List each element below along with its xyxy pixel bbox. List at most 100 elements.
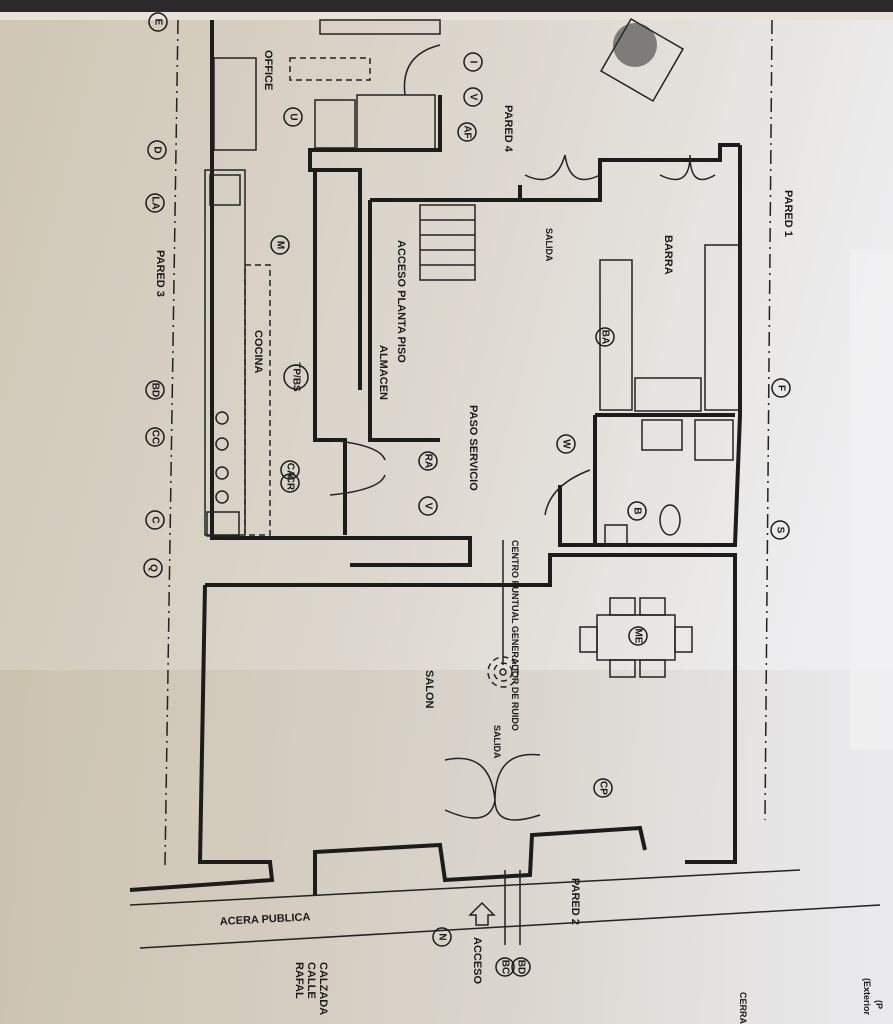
tag-bubble: I	[463, 52, 483, 72]
kitchen-counter	[204, 57, 436, 537]
dining-table	[579, 597, 693, 678]
wall-label-pared2: PARED 2	[569, 878, 581, 925]
tag-bubble: M	[270, 235, 290, 255]
sidewalk-label: ACERA PUBLICA	[220, 911, 311, 928]
tag-label: I	[468, 61, 479, 64]
exit-label-top: SALIDA	[544, 228, 554, 262]
tag-bubble: F	[771, 378, 791, 398]
tag-label: BC	[500, 960, 511, 974]
tag-bubble: CA	[280, 460, 300, 480]
access-label: ACCESO	[471, 937, 483, 985]
tag-bubble: ME	[628, 626, 648, 646]
top-edge	[0, 0, 893, 12]
tag-bubble: U	[283, 107, 303, 127]
tag-label: V	[423, 503, 434, 510]
access-arrow-icon	[468, 901, 496, 926]
tag-bubble: AF	[457, 122, 477, 142]
tag-bubble: V	[418, 496, 438, 516]
tag-bubble: C	[145, 510, 165, 530]
room-label-barra: BARRA	[662, 235, 674, 275]
street-edge	[139, 904, 881, 949]
tag-label: TP/BS	[291, 362, 302, 392]
wall-label-pared1: PARED 1	[782, 190, 794, 237]
tag-bubble: CC	[145, 427, 165, 447]
tag-label: U	[288, 113, 299, 120]
tag-label: RA	[423, 454, 434, 468]
tag-label: CR	[285, 476, 296, 491]
room-label-paso-servicio: PASO SERVICIO	[467, 405, 479, 491]
wall-almacen	[368, 200, 440, 442]
tag-bubble: BD	[145, 380, 165, 400]
tag-label: F	[776, 385, 787, 391]
room-label-cocina: COCINA	[252, 330, 264, 373]
exit-label-bottom: SALIDA	[492, 725, 502, 759]
tag-label: LA	[150, 196, 161, 209]
tag-label: BD	[150, 383, 161, 397]
tag-label: W	[561, 439, 572, 449]
doors	[329, 44, 716, 945]
tag-label: AF	[462, 125, 473, 138]
tag-bubble: Q	[143, 558, 163, 578]
tag-label: S	[775, 527, 786, 534]
partial-text-p: (P	[874, 1000, 884, 1009]
tag-bubble: B	[627, 501, 647, 521]
tag-bubble: W	[556, 434, 576, 454]
tag-bubble: BD	[511, 957, 531, 977]
paper-fold	[0, 670, 893, 1024]
property-line-right	[764, 19, 773, 821]
bar-counter	[599, 244, 741, 546]
noise-source-label: CENTRO PUNTUAL GENERADOR DE RUIDO	[510, 540, 520, 731]
tag-label: D	[152, 146, 163, 153]
wall-stair	[370, 185, 522, 202]
tag-bubble: TP/BS	[283, 362, 309, 392]
wall-label-pared4: PARED 4	[502, 105, 514, 153]
plant-icon	[599, 17, 685, 103]
tag-bubble: BC	[495, 957, 515, 977]
wall-office	[308, 95, 442, 390]
paper-edge	[0, 12, 893, 20]
tag-label: ME	[633, 629, 644, 644]
property-line-left	[164, 19, 179, 866]
room-label-salon: SALON	[423, 670, 435, 709]
partial-text-cerra: CERRA	[738, 992, 748, 1024]
sidewalk-edge	[129, 869, 801, 906]
wall-salon-left	[129, 584, 275, 892]
tag-label: N	[437, 933, 448, 940]
noise-source-icon	[487, 540, 519, 688]
tag-bubble: RA	[418, 451, 438, 471]
tag-bubble: D	[147, 140, 167, 160]
tag-label: V	[468, 94, 479, 101]
tag-label: BA	[600, 330, 611, 344]
tag-bubble: N	[432, 927, 452, 947]
tag-bubble: BA	[595, 327, 615, 347]
facade	[313, 825, 647, 895]
tag-label: CP	[598, 781, 609, 795]
staircase	[319, 19, 476, 281]
tag-bubble: S	[770, 520, 790, 540]
room-label-almacen: ALMACEN	[377, 345, 389, 400]
wall-salon	[205, 553, 737, 864]
wall-label-pared3: PARED 3	[154, 250, 166, 297]
tag-bubble: CR	[280, 473, 300, 493]
tag-label: Q	[148, 564, 159, 572]
tag-label: C	[150, 516, 161, 523]
partial-text-exterior: (Exterior	[862, 978, 872, 1016]
wall-barra	[520, 143, 740, 202]
street-label: CALZADA CALLE RAFAL	[293, 962, 329, 1015]
room-label-acceso-planta: ACCESO PLANTA PISO	[395, 240, 407, 363]
tag-bubble: V	[463, 87, 483, 107]
tag-bubble: CP	[593, 778, 613, 798]
tag-bubble: LA	[145, 193, 165, 213]
tag-label: BD	[516, 960, 527, 974]
room-label-office: OFFICE	[262, 50, 274, 90]
tag-label: CC	[150, 430, 161, 444]
tag-bubbles: EDLAMBDCCCQUIVAFTP/BSCACRRAVWBBAFSMECPNB…	[143, 12, 791, 977]
tag-label: B	[632, 507, 643, 514]
tag-label: E	[153, 19, 164, 26]
tag-label: CA	[285, 463, 296, 477]
wall-kitchen	[210, 20, 472, 567]
paper-right-edge	[850, 250, 893, 750]
tag-bubble: E	[148, 12, 168, 32]
